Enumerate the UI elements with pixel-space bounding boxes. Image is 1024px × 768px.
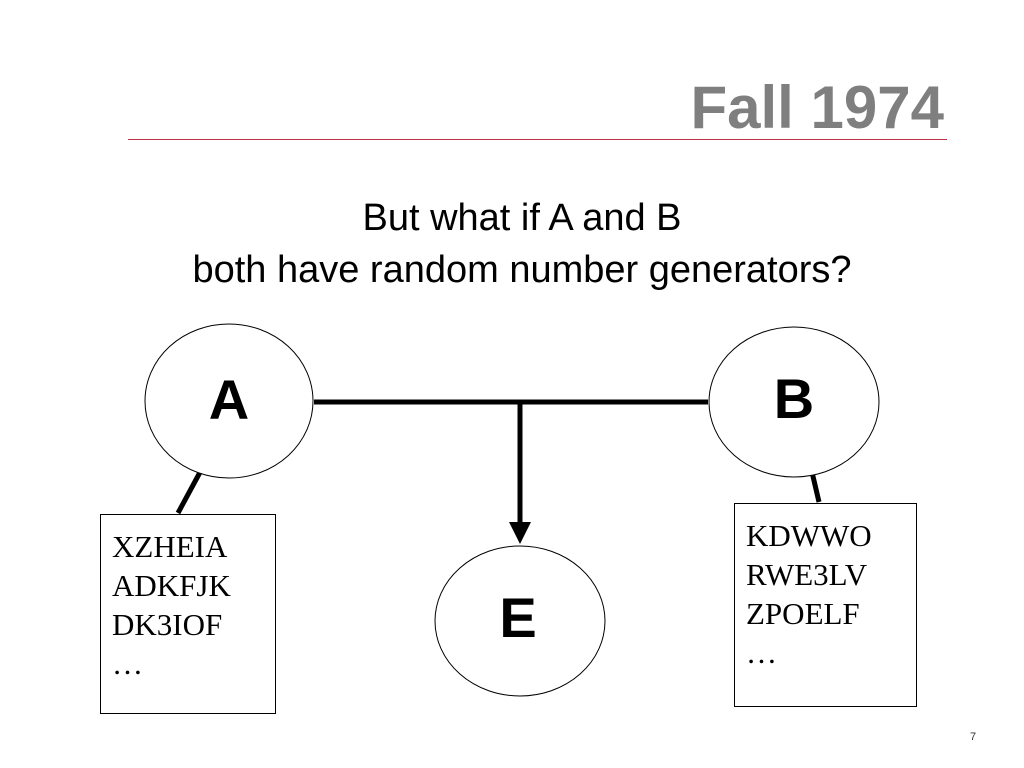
stream-a-line-1: XZHEIA <box>112 529 228 564</box>
title-divider <box>128 139 947 140</box>
stream-b-line-1: KDWWO <box>746 518 872 553</box>
node-a-circle <box>144 323 314 479</box>
slide-subtitle: But what if A and B both have random num… <box>0 192 1024 296</box>
node-b-label: B <box>774 367 814 430</box>
node-e-circle <box>434 545 606 697</box>
random-stream-b-box: KDWWO RWE3LV ZPOELF … <box>734 503 917 707</box>
node-b-circle <box>708 326 880 478</box>
subtitle-line-1: But what if A and B <box>362 197 682 239</box>
eavesdrop-arrowhead <box>509 522 531 544</box>
node-a-label: A <box>209 368 249 431</box>
node-b: B <box>708 326 880 478</box>
stream-b-line-4: … <box>746 635 777 670</box>
stream-b-line-2: RWE3LV <box>746 557 868 592</box>
node-a: A <box>144 323 314 479</box>
subtitle-line-2: both have random number generators? <box>192 249 852 291</box>
page-number: 7 <box>970 731 977 743</box>
stream-a-line-3: DK3IOF <box>112 607 223 642</box>
slide-title: Fall 1974 <box>690 74 944 141</box>
random-stream-a-box: XZHEIA ADKFJK DK3IOF … <box>100 514 276 714</box>
node-e: E <box>434 545 606 697</box>
node-e-label: E <box>499 586 536 649</box>
stream-a-line-4: … <box>112 646 143 681</box>
stream-b-line-3: ZPOELF <box>746 596 860 631</box>
stream-a-line-2: ADKFJK <box>112 568 231 603</box>
